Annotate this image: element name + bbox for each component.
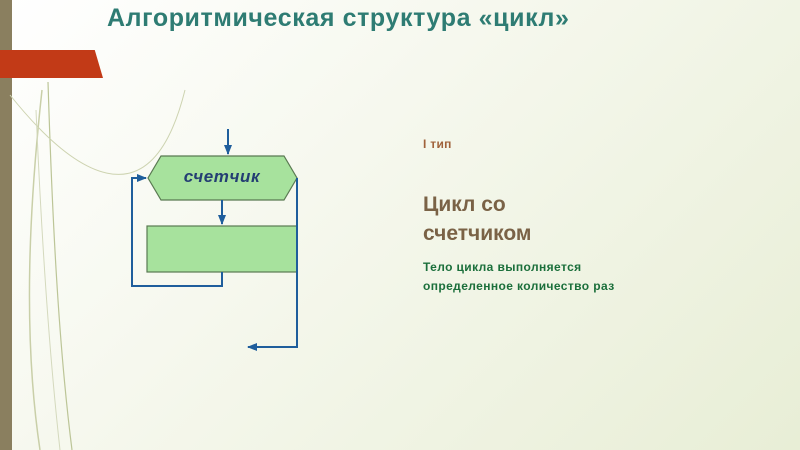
left-accent-bar: [0, 0, 12, 450]
subtitle-line-2: счетчиком: [423, 222, 532, 245]
description-line-2: определенное количество раз: [423, 279, 615, 293]
loop-back-arrow: [131, 174, 223, 287]
type-label: I тип: [423, 137, 452, 151]
description-line-1: Тело цикла выполняется: [423, 260, 582, 274]
loop-description: Тело цикла выполняется определенное коли…: [423, 258, 615, 296]
page-title: Алгоритмическая структура «цикл»: [107, 4, 570, 32]
counter-block: [147, 155, 298, 201]
title-accent-ribbon: [0, 50, 103, 78]
swoosh-lines-icon: [9, 81, 186, 450]
exit-arrow: [247, 178, 298, 351]
counter-label: счетчик: [183, 167, 261, 186]
loop-type-subtitle: Цикл со счетчиком: [423, 190, 531, 248]
loop-body-block: [146, 225, 298, 273]
subtitle-line-1: Цикл со: [423, 193, 506, 216]
